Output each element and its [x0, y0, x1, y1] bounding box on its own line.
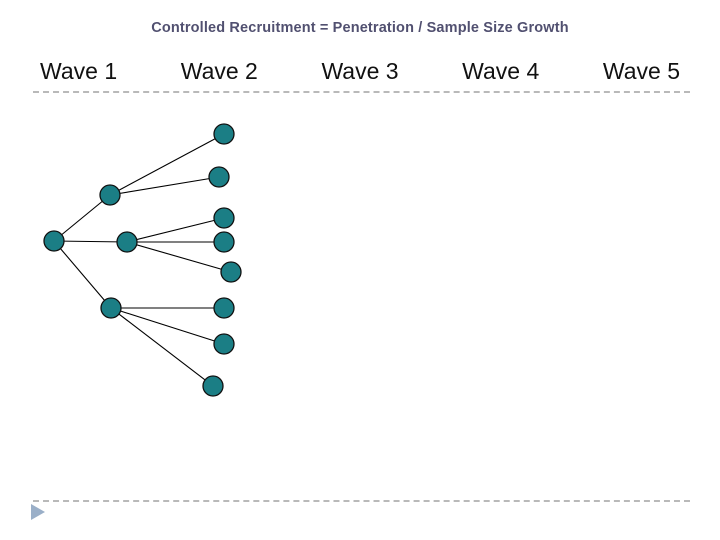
wave-label-5: Wave 5: [602, 58, 680, 84]
tree-edge: [53, 194, 111, 242]
wave-label-3: Wave 3: [321, 58, 399, 84]
tree-edge: [126, 217, 225, 243]
tree-edge-layer: [53, 133, 232, 387]
tree-node[interactable]: [213, 123, 235, 145]
tree-edge: [110, 307, 225, 345]
tree-edge: [109, 176, 220, 196]
tree-edge: [53, 240, 128, 243]
tree-node[interactable]: [208, 166, 230, 188]
tree-node[interactable]: [213, 231, 235, 253]
tree-edge: [53, 240, 112, 309]
tree-node[interactable]: [100, 297, 122, 319]
wave-label-1: Wave 1: [40, 58, 118, 84]
wave-label-2: Wave 2: [180, 58, 258, 84]
tree-node[interactable]: [213, 333, 235, 355]
wave-label-4: Wave 4: [462, 58, 540, 84]
tree-node[interactable]: [202, 375, 224, 397]
tree-edge: [109, 133, 225, 196]
tree-node[interactable]: [213, 297, 235, 319]
advance-marker-icon[interactable]: [31, 504, 45, 520]
tree-node[interactable]: [99, 184, 121, 206]
tree-node[interactable]: [43, 230, 65, 252]
wave-header-row: Wave 1 Wave 2 Wave 3 Wave 4 Wave 5: [40, 57, 680, 87]
tree-node[interactable]: [220, 261, 242, 283]
top-divider: [33, 91, 690, 93]
bottom-divider: [33, 500, 690, 502]
tree-node-layer: [43, 123, 242, 397]
page-title: Controlled Recruitment = Penetration / S…: [151, 20, 569, 36]
tree-edge: [126, 241, 232, 273]
tree-edge: [110, 307, 214, 387]
tree-node[interactable]: [116, 231, 138, 253]
tree-node[interactable]: [213, 207, 235, 229]
